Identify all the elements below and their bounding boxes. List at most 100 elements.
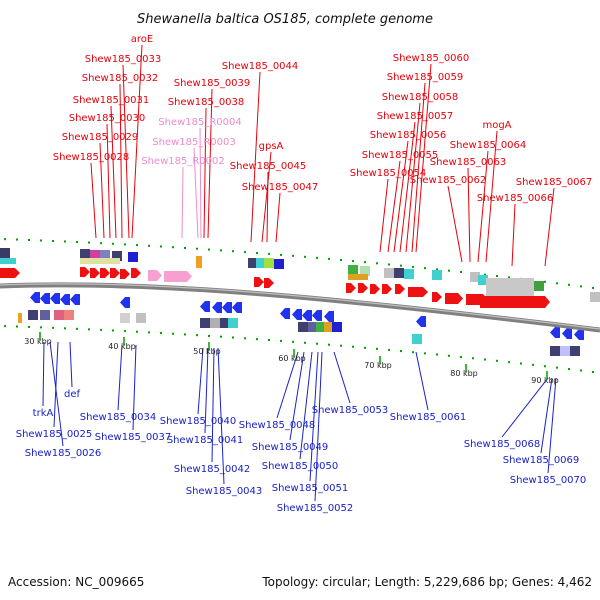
bottom-leader-line — [540, 377, 553, 454]
forward-gene-arrow — [254, 277, 264, 287]
grid-dot — [292, 340, 294, 343]
top-gene-label: Shew185_0031 — [73, 95, 150, 106]
top-gene-label: Shew185_0056 — [370, 130, 447, 141]
grid-dot — [388, 263, 390, 266]
gene-block — [248, 258, 258, 268]
top-gene-label: Shew185_0045 — [230, 161, 307, 172]
gene-block — [220, 318, 230, 328]
reverse-gene-arrow — [574, 329, 584, 340]
gene-block — [570, 346, 580, 356]
grid-dot — [160, 245, 162, 248]
top-leader-line — [199, 127, 202, 239]
top-leader-line — [193, 147, 199, 239]
top-gene-label: Shew185_0067 — [516, 177, 593, 188]
grid-dot — [184, 333, 186, 336]
grid-dot — [64, 327, 66, 330]
gene-block — [360, 266, 370, 276]
bottom-leader-line — [53, 341, 59, 428]
grid-dot — [364, 346, 366, 349]
bottom-leader-line — [547, 377, 557, 474]
grid-dot — [580, 369, 582, 372]
grid-dot — [472, 357, 474, 360]
gene-block — [550, 346, 560, 356]
forward-gene-arrow — [382, 284, 392, 294]
top-gene-label: Shew185_0055 — [362, 150, 439, 161]
grid-dot — [196, 247, 198, 250]
top-leader-line — [203, 107, 207, 239]
grid-dot — [436, 353, 438, 356]
rna-gene-arrow — [148, 270, 162, 281]
scale-tick-label: 80 kbp — [450, 369, 478, 378]
top-gene-label: Shew185_0028 — [53, 152, 130, 163]
grid-dot — [484, 273, 486, 276]
top-gene-label: Shew185_0029 — [62, 132, 139, 143]
gene-block — [228, 318, 238, 328]
grid-dot — [196, 334, 198, 337]
grid-dot — [400, 264, 402, 267]
bottom-gene-label: Shew185_0061 — [390, 412, 467, 423]
forward-gene-arrow — [445, 293, 463, 304]
forward-gene-arrow — [90, 268, 100, 278]
grid-dot — [16, 325, 18, 328]
forward-gene-arrow — [432, 292, 442, 302]
top-leader-line — [415, 63, 432, 253]
grid-dot — [544, 365, 546, 368]
gene-block — [0, 258, 16, 264]
gene-block — [298, 322, 308, 332]
top-gene-label: Shew185_0030 — [69, 113, 146, 124]
grid-dot — [40, 239, 42, 242]
grid-dot — [508, 361, 510, 364]
grid-dot — [88, 328, 90, 331]
grid-dot — [256, 251, 258, 254]
gene-block — [90, 250, 100, 260]
top-leader-line — [250, 71, 261, 243]
top-leader-line — [399, 121, 416, 253]
gene-block — [274, 259, 284, 269]
grid-dot — [568, 283, 570, 286]
forward-gene-arrow — [370, 284, 380, 294]
gene-block — [200, 318, 210, 328]
reverse-gene-arrow — [292, 309, 302, 320]
gene-block — [80, 249, 90, 259]
top-gene-label: mogA — [482, 120, 511, 131]
top-leader-line — [411, 82, 426, 253]
grid-dot — [436, 268, 438, 271]
bottom-leader-line — [309, 351, 319, 482]
bottom-leader-line — [501, 377, 549, 438]
bottom-leader-line — [117, 344, 123, 411]
scale-tick-label: 30 kbp — [24, 337, 52, 346]
grid-dot — [280, 253, 282, 256]
gene-block — [28, 310, 38, 320]
bottom-strand-labels: trkAdefShew185_0025Shew185_0026Shew185_0… — [16, 389, 587, 514]
gene-block — [54, 310, 64, 320]
top-gene-label: Shew185_0054 — [350, 168, 427, 179]
gene-block — [136, 313, 146, 323]
rna-gene-arrow — [164, 271, 192, 282]
reverse-gene-arrow — [222, 302, 232, 313]
grid-dot — [400, 350, 402, 353]
forward-gene-arrow — [131, 268, 141, 278]
reverse-gene-arrow — [312, 310, 322, 321]
top-gene-label: aroE — [131, 34, 153, 45]
top-gene-label: Shew185_0059 — [387, 72, 464, 83]
pseudo-gene-block — [486, 278, 534, 296]
grid-dot — [556, 366, 558, 369]
grid-dot — [412, 351, 414, 354]
scale-tick-label: 50 kbp — [193, 347, 221, 356]
reverse-gene-arrow — [40, 293, 50, 304]
grid-dot — [544, 280, 546, 283]
grid-dot — [304, 255, 306, 258]
bottom-leader-line — [204, 347, 209, 434]
bottom-gene-label: Shew185_0051 — [272, 483, 349, 494]
grid-dot — [4, 238, 6, 241]
grid-dot — [376, 262, 378, 265]
grid-dot — [220, 335, 222, 338]
reverse-gene-arrow — [50, 293, 60, 304]
grid-dot — [148, 331, 150, 334]
gene-block — [80, 258, 120, 264]
gene-block — [432, 270, 442, 280]
top-gene-label: Shew185_0066 — [477, 193, 554, 204]
grid-dot — [448, 269, 450, 272]
gene-block — [478, 275, 488, 285]
map-title: Shewanella baltica OS185, complete genom… — [137, 12, 433, 27]
